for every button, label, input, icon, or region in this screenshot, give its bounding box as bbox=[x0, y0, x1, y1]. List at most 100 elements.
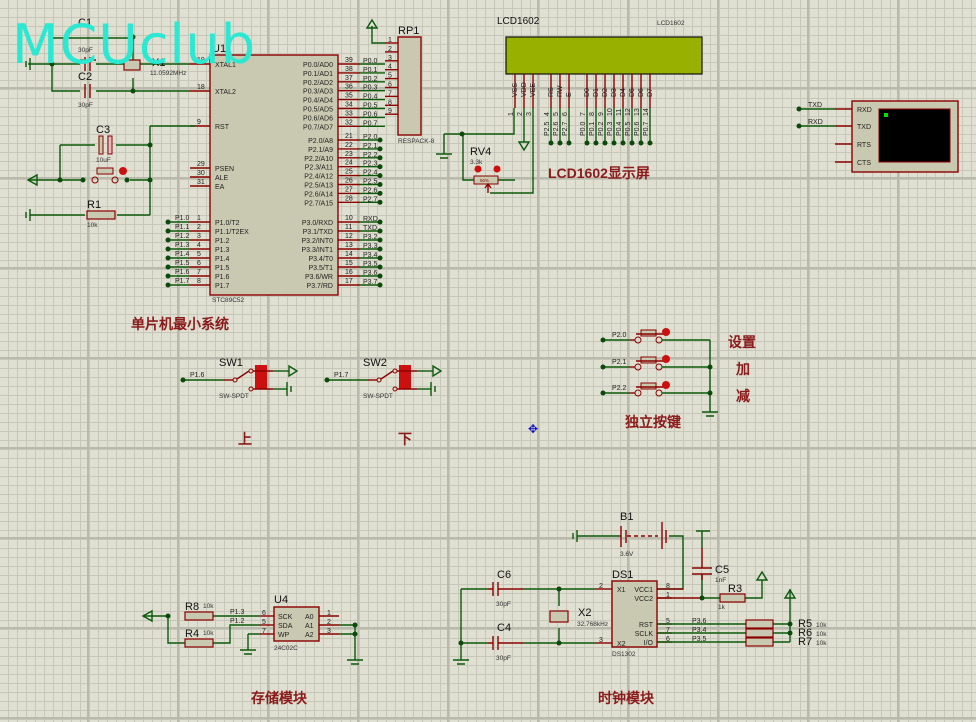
mcu-pin-p1.7[interactable]: 8P1.7P1.7 bbox=[165, 278, 230, 290]
r7-value: 10k bbox=[816, 640, 827, 647]
r4-ref: R4 bbox=[185, 628, 199, 640]
key-probe-icon[interactable] bbox=[662, 355, 670, 363]
r1-resistor[interactable] bbox=[86, 210, 116, 220]
terminal-screen[interactable] bbox=[878, 108, 951, 163]
mcu-pin-p1.2[interactable]: 3P1.2P1.2 bbox=[165, 233, 230, 245]
pin-number: 12 bbox=[345, 233, 353, 240]
pin-number: 15 bbox=[345, 260, 353, 267]
key-p2-1[interactable]: P2.1 bbox=[600, 355, 713, 371]
lcd1602[interactable]: LCD1602 LCD1602 VSS1VDD2VEE3RS4P2.5RW5P2… bbox=[497, 16, 703, 181]
key-probe-icon[interactable] bbox=[662, 381, 670, 389]
pin-name: D7 bbox=[647, 88, 654, 97]
clock-module: C6 30pF C4 30pF X2 32.768kHz B1 3.6V DS1… bbox=[453, 511, 827, 706]
mcu-pin-p1.5[interactable]: 6P1.5P1.5 bbox=[165, 260, 230, 272]
switch-toggle-icon[interactable] bbox=[255, 365, 267, 389]
pin-number: 30 bbox=[197, 170, 205, 177]
rv4-dec-icon[interactable] bbox=[474, 165, 482, 173]
pin-name: RW bbox=[557, 85, 564, 97]
key-p2-0[interactable]: P2.0 bbox=[600, 328, 711, 344]
mcu-pin-p1.6[interactable]: 7P1.6P1.6 bbox=[165, 269, 230, 281]
x2-crystal[interactable] bbox=[549, 610, 569, 623]
r7-resistor[interactable] bbox=[745, 637, 774, 647]
r3-resistor[interactable] bbox=[719, 593, 746, 603]
r6-resistor[interactable] bbox=[745, 628, 774, 638]
ds1-body[interactable] bbox=[611, 580, 658, 648]
b1-value: 3.6V bbox=[620, 551, 634, 558]
net-label: P3.4 bbox=[692, 627, 707, 634]
mcu-pin-p1.3[interactable]: 4P1.3P1.3 bbox=[165, 242, 230, 254]
up-label: 上 bbox=[238, 431, 252, 447]
pin-number: 27 bbox=[345, 186, 353, 193]
mcu-body[interactable] bbox=[209, 54, 339, 296]
ground-icon bbox=[25, 58, 31, 70]
r5-resistor[interactable] bbox=[745, 619, 774, 629]
net-label: TXD bbox=[363, 225, 377, 232]
switch-toggle-icon[interactable] bbox=[399, 365, 411, 389]
r8-resistor[interactable] bbox=[184, 611, 214, 621]
rv4-inc-icon[interactable] bbox=[493, 165, 501, 173]
reset-button[interactable] bbox=[96, 167, 114, 175]
reset-probe-icon[interactable] bbox=[119, 167, 127, 175]
x1-crystal[interactable] bbox=[123, 59, 141, 71]
r4-resistor[interactable] bbox=[184, 638, 214, 648]
pin-number: 2 bbox=[517, 112, 524, 116]
key-probe-icon[interactable] bbox=[662, 328, 670, 336]
mcu-pin-p1.4[interactable]: 5P1.4P1.4 bbox=[165, 251, 230, 263]
rv4-potentiometer[interactable]: 50% RV4 3.3k bbox=[436, 108, 534, 194]
u4-body[interactable] bbox=[273, 606, 320, 642]
pin-name: P3.2/INT0 bbox=[301, 238, 333, 245]
mcu-u1[interactable]: U1 STC89C52 19XTAL118XTAL29RST29PSEN30AL… bbox=[165, 43, 386, 304]
key-p2-2[interactable]: P2.2 bbox=[600, 381, 713, 397]
